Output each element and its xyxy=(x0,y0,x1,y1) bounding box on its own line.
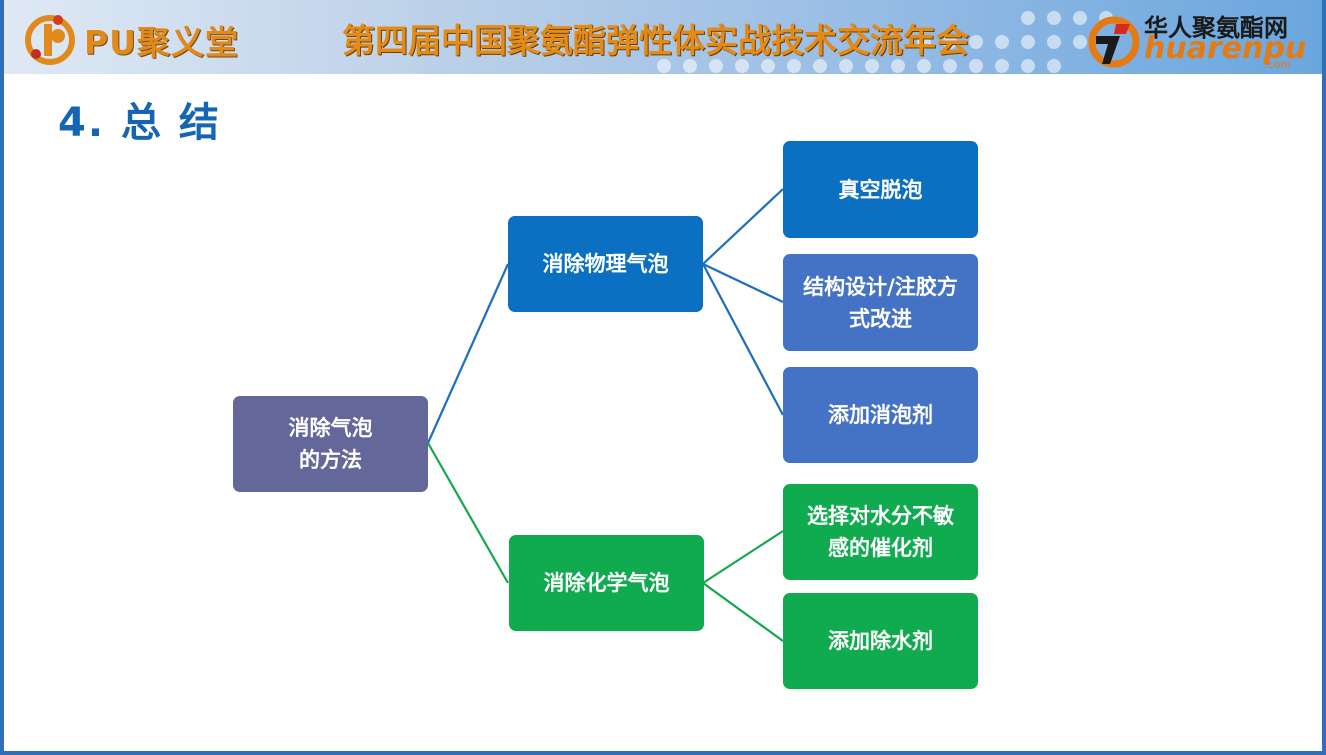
node-dehydrator-line1: 添加除水剂 xyxy=(828,629,933,653)
slide: PU聚义堂 第四届中国聚氨酯弹性体实战技术交流年会 华人聚氨酯网 huarenp… xyxy=(4,0,1322,751)
connector-chemical-dehydrator xyxy=(702,582,784,642)
brand-right-en: huarenpu xyxy=(1144,31,1307,66)
node-catalyst-line1: 选择对水分不敏 xyxy=(807,504,954,528)
brand-left-logo: PU聚义堂 xyxy=(22,8,262,66)
section-heading: 4. 总 结 xyxy=(58,100,221,146)
node-structure-line1: 结构设计/注胶方 xyxy=(803,274,958,299)
diagram-connectors xyxy=(426,188,784,642)
node-physical-label: 消除物理气泡 xyxy=(542,252,669,276)
brand-left-text: PU聚义堂 xyxy=(84,23,239,62)
node-chemical-label: 消除化学气泡 xyxy=(543,571,670,595)
node-moisture-insensitive-catalyst: 选择对水分不敏 感的催化剂 xyxy=(783,484,978,580)
node-structure-line2: 式改进 xyxy=(848,306,912,331)
node-add-defoamer: 添加消泡剂 xyxy=(783,367,978,463)
header-dot-pattern xyxy=(657,11,1113,73)
node-defoamer-line1: 添加消泡剂 xyxy=(828,403,933,427)
connector-root-physical xyxy=(426,263,510,444)
connector-physical-defoamer xyxy=(702,263,784,416)
connector-root-chemical xyxy=(427,442,509,584)
node-add-dehydrator: 添加除水剂 xyxy=(783,593,978,689)
node-root-line2: 的方法 xyxy=(299,448,362,472)
node-vacuum-line1: 真空脱泡 xyxy=(838,177,923,202)
huarenpu-logo-icon xyxy=(1088,16,1140,68)
pu-logo-icon xyxy=(25,15,75,65)
node-root-remove-bubbles: 消除气泡 的方法 xyxy=(233,396,428,492)
node-physical-bubbles: 消除物理气泡 xyxy=(508,216,703,312)
conference-title: 第四届中国聚氨酯弹性体实战技术交流年会 xyxy=(342,21,969,60)
connector-physical-structure xyxy=(702,263,784,303)
connector-physical-vacuum xyxy=(702,188,784,265)
brand-right-logo: 华人聚氨酯网 huarenpu .com xyxy=(1086,8,1306,71)
connector-chemical-catalyst xyxy=(702,530,784,584)
node-vacuum-degassing: 真空脱泡 xyxy=(783,141,978,238)
brand-right-cn: 华人聚氨酯网 xyxy=(1144,14,1288,42)
brand-right-domain: .com xyxy=(1264,58,1291,71)
node-structure-design: 结构设计/注胶方 式改进 xyxy=(783,254,978,351)
node-root-line1: 消除气泡 xyxy=(288,416,373,440)
node-catalyst-line2: 感的催化剂 xyxy=(828,536,933,560)
slide-header: PU聚义堂 第四届中国聚氨酯弹性体实战技术交流年会 华人聚氨酯网 huarenp… xyxy=(4,0,1322,74)
node-chemical-bubbles: 消除化学气泡 xyxy=(509,535,704,631)
